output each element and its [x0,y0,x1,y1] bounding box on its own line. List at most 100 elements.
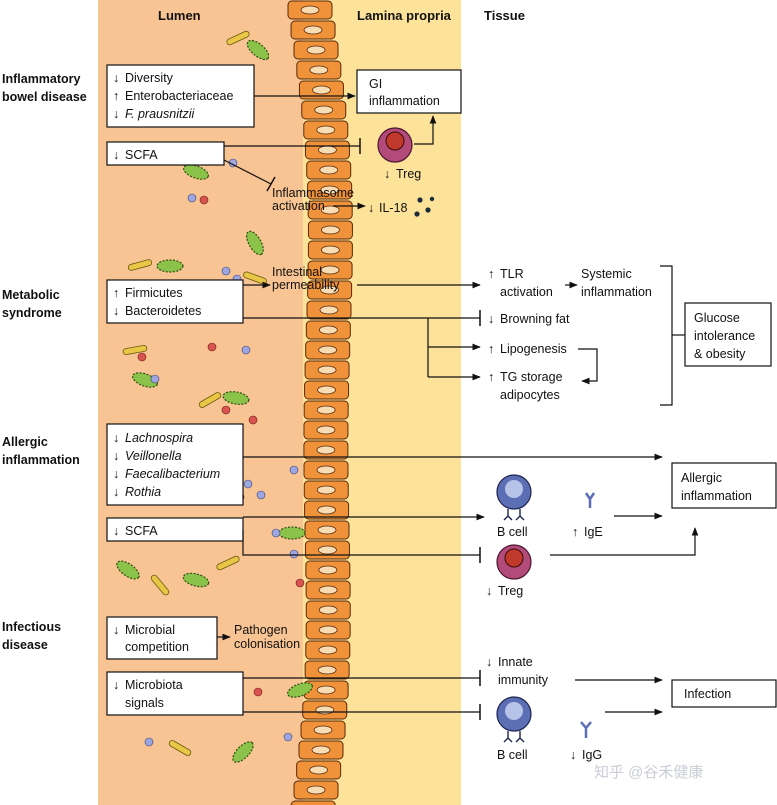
il18-molecules-icon [414,196,435,217]
allergic-scfa: SCFA [125,524,158,538]
inhibit-scfa-inflammasome [223,159,272,185]
cell-nucleus [316,425,336,435]
arrow-treg-to-gi [414,115,437,145]
cell-nucleus [306,785,326,795]
ige-arrow: ↑ [572,525,578,539]
cell-nucleus [318,145,337,155]
allergic-bcell: B cell [497,525,528,539]
metabolic-arrow-2: ↓ [113,304,119,318]
molecule-red-icon [207,342,217,352]
treg-cell-icon [377,127,413,163]
browning-fat: Browning fat [500,312,570,326]
allergic-faecalibacterium: Faecalibacterium [125,467,220,481]
allergic-microbiota-box [106,423,244,506]
allergic-box-line2: inflammation [681,489,752,503]
glucose-line2: intolerance [694,329,755,343]
igg-label: IgG [582,748,602,762]
systemic-line1: Systemic [581,267,632,281]
allergic-veillonella: Veillonella [125,449,182,463]
infection-box [671,679,777,708]
molecule-blue-icon [243,479,253,489]
cell-nucleus [309,765,329,775]
molecule-blue-icon [283,732,293,742]
signals-arrow: ↓ [113,678,119,692]
molecule-blue-icon [187,193,197,203]
molecule-red-icon [137,352,147,362]
allergic-scfa-box [106,517,244,542]
cell-nucleus [317,525,337,535]
ibd-arrow-1: ↓ [113,71,119,85]
metabolic-microbiota-box [106,279,244,324]
microbial-competition-box [106,616,218,660]
cell-nucleus [317,665,337,675]
header-lamina-propria: Lamina propria [357,8,452,23]
tg-line2: adipocytes [500,388,560,402]
ibd-arrow-2: ↑ [113,89,119,103]
cell-nucleus [318,605,338,615]
molecule-blue-icon [150,374,160,384]
systemic-line2: inflammation [581,285,652,299]
competition-line1: Microbial [125,623,175,637]
cell-nucleus [318,325,338,335]
flagellated-bacterium-icon [232,741,254,763]
molecule-blue-icon [241,345,251,355]
cell-nucleus [318,625,338,635]
cell-nucleus [303,25,323,35]
cell-nucleus [317,365,337,375]
metabolic-arrow-1: ↑ [113,286,119,300]
inflammasome-line1: Inflammasome [272,186,354,200]
allergic-scfa-arrow: ↓ [113,524,119,538]
permeability-line2: permeability [272,278,340,292]
cell-nucleus [320,245,340,255]
glucose-obesity-box [684,302,772,367]
watermark: 知乎 @谷禾健康 [594,764,703,781]
lipogenesis: Lipogenesis [500,342,567,356]
cell-nucleus [314,105,334,115]
glucose-line3: & obesity [694,347,746,361]
ibd-scfa-arrow: ↓ [113,148,119,162]
ibd-treg-arrow: ↓ [384,167,390,181]
competition-arrow: ↓ [113,623,119,637]
flagellated-bacterium-icon [156,259,184,273]
molecule-blue-icon [221,266,231,276]
ibd-scfa-box [106,141,225,166]
rod-bacterium-icon [122,345,148,355]
innate-line1: Innate [498,655,533,669]
arrow-lipogenesis-to-tg [578,348,598,385]
competition-line2: competition [125,640,189,654]
molecule-red-icon [248,415,258,425]
flagellated-bacterium-icon [246,39,270,61]
ige-antibody-icon [584,492,596,508]
permeability-line1: Intestinal [272,265,322,279]
tlr-line1: TLR [500,267,524,281]
signals-line2: signals [125,696,164,710]
section-metabolic-line2: syndrome [2,306,62,320]
cell-nucleus [317,385,336,395]
cell-nucleus [316,485,336,495]
flagellated-bacterium-icon [116,560,140,580]
allergic-treg-arrow: ↓ [486,584,492,598]
allergic-inflammation-box [671,462,777,509]
cell-nucleus [313,725,333,735]
cell-nucleus [318,645,338,655]
flagellated-bacterium-icon [183,164,209,180]
rod-bacterium-icon [127,259,153,271]
tissue-zone [461,0,777,805]
cell-nucleus [311,745,331,755]
section-allergic-line2: inflammation [2,453,80,467]
section-ibd-line1: Inflammatory [2,72,81,86]
flagellated-bacterium-icon [287,682,313,698]
flagellated-bacterium-icon [278,526,306,540]
cell-nucleus [316,405,336,415]
ibd-arrow-3: ↓ [113,107,119,121]
igg-antibody-icon [580,721,592,738]
allergic-arrow-1: ↓ [113,431,119,445]
il18-label: IL-18 [379,201,408,215]
molecule-red-icon [295,578,305,588]
cell-nucleus [318,545,337,555]
tlr-arrow: ↑ [488,267,494,281]
signals-line1: Microbiota [125,678,183,692]
allergic-lachnospira: Lachnospira [125,431,193,445]
cell-nucleus [320,205,340,215]
